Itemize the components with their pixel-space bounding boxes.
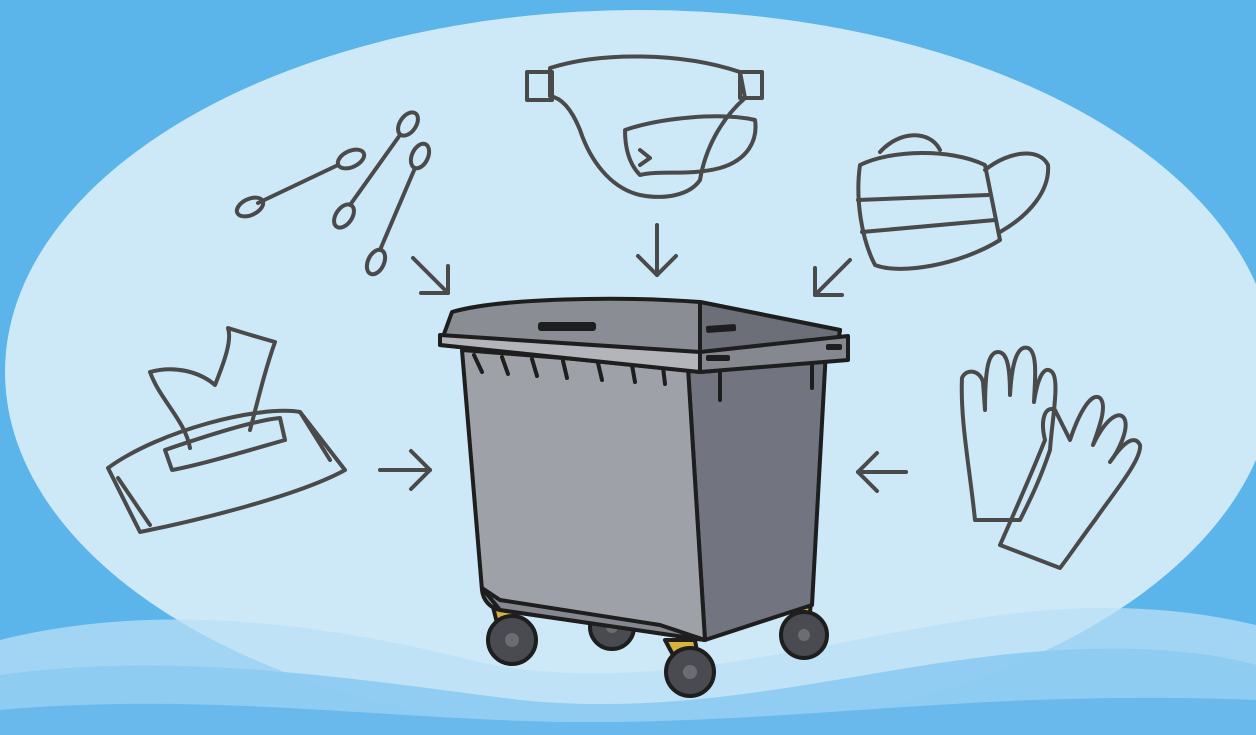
- bin-side: [688, 350, 826, 640]
- bin-front: [462, 350, 705, 640]
